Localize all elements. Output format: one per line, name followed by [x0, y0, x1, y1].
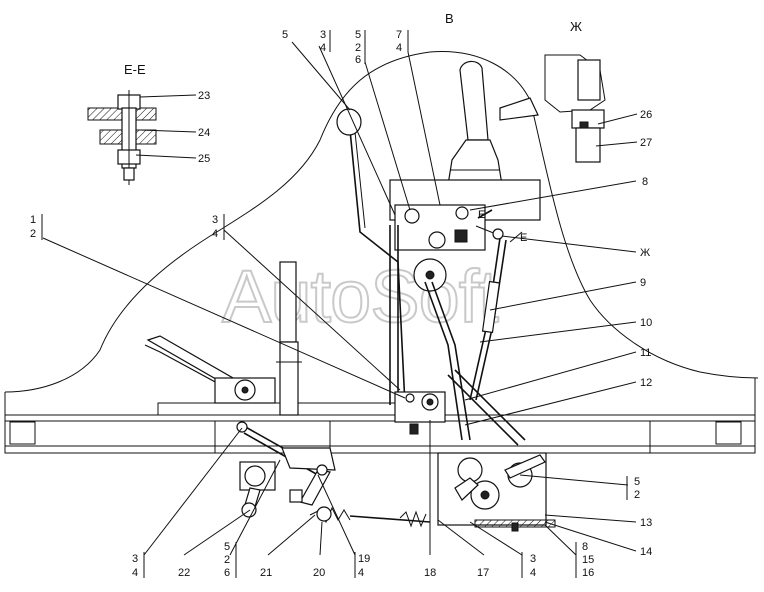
callout-2b: 2 — [355, 42, 361, 54]
linkage-rods — [389, 225, 526, 446]
callout-2: 2 — [30, 228, 36, 240]
callout-21: 21 — [260, 567, 272, 579]
callout-1: 1 — [30, 214, 36, 226]
callout-18: 18 — [424, 567, 436, 579]
callout-22: 22 — [178, 567, 190, 579]
frame-rail — [4, 378, 756, 454]
callout-b3c: 3 — [530, 553, 536, 565]
callout-25: 25 — [198, 153, 210, 165]
callout-8: 8 — [642, 176, 648, 188]
callout-3b: 3 — [320, 29, 326, 41]
callout-b4c: 4 — [530, 567, 536, 579]
section-ee-detail — [87, 90, 157, 185]
callout-13: 13 — [640, 517, 652, 529]
mid-bracket — [394, 391, 446, 435]
callout-b8: 8 — [582, 541, 588, 553]
callout-4c: 4 — [396, 42, 402, 54]
callout-9: 9 — [640, 277, 646, 289]
callout-11: 11 — [640, 347, 651, 359]
cut-label-bottom: Е — [520, 232, 527, 244]
callout-4b: 4 — [320, 42, 326, 54]
callout-b4b: 4 — [358, 567, 364, 579]
label-bars — [41, 30, 628, 578]
callout-b5: 5 — [224, 541, 230, 553]
gear-shift-lever — [437, 60, 539, 201]
callout-16: 16 — [582, 567, 594, 579]
view-zh-detail — [571, 59, 605, 163]
return-spring — [309, 506, 431, 528]
callout-b6: 6 — [224, 567, 230, 579]
section-ee-title: Е-Е — [124, 62, 146, 77]
callout-27: 27 — [640, 137, 652, 149]
steering-post — [276, 261, 302, 416]
callout-23: 23 — [198, 90, 210, 102]
view-zh-title: Ж — [570, 19, 582, 34]
callout-10: 10 — [640, 317, 652, 329]
callout-14: 14 — [640, 546, 652, 558]
parking-brake-lever — [336, 108, 406, 406]
callout-5r: 5 — [634, 476, 640, 488]
view-v-title: В — [445, 11, 454, 26]
callout-b3: 3 — [132, 553, 138, 565]
watermark: AutoSoft — [222, 255, 499, 338]
callout-3: 3 — [212, 214, 218, 226]
callout-7: 7 — [396, 29, 402, 41]
cut-label-top: Е — [478, 209, 485, 221]
callout-20: 20 — [313, 567, 325, 579]
callout-b4: 4 — [132, 567, 138, 579]
callout-17: 17 — [477, 567, 489, 579]
view-zh-arrow-label: Ж — [640, 247, 650, 259]
callout-26: 26 — [640, 109, 652, 121]
callout-b2: 2 — [224, 554, 230, 566]
callout-5: 5 — [282, 29, 288, 41]
callout-15: 15 — [582, 554, 594, 566]
callout-2r: 2 — [634, 489, 640, 501]
pedal-assembly — [144, 335, 276, 404]
cab-outline — [4, 51, 759, 393]
transmission-box — [437, 452, 556, 532]
callout-6b: 6 — [355, 54, 361, 66]
callout-12: 12 — [640, 377, 652, 389]
floor-plate — [157, 402, 399, 416]
cut-arrow-top — [477, 209, 493, 219]
leader-lines — [42, 41, 638, 556]
cab-panel-line — [544, 54, 606, 113]
cut-arrow — [509, 231, 523, 243]
lower-left-linkage — [236, 421, 336, 518]
callout-4: 4 — [212, 228, 218, 240]
callout-5b: 5 — [355, 29, 361, 41]
callout-19: 19 — [358, 553, 370, 565]
shift-mechanism — [389, 179, 541, 292]
callout-24: 24 — [198, 127, 210, 139]
